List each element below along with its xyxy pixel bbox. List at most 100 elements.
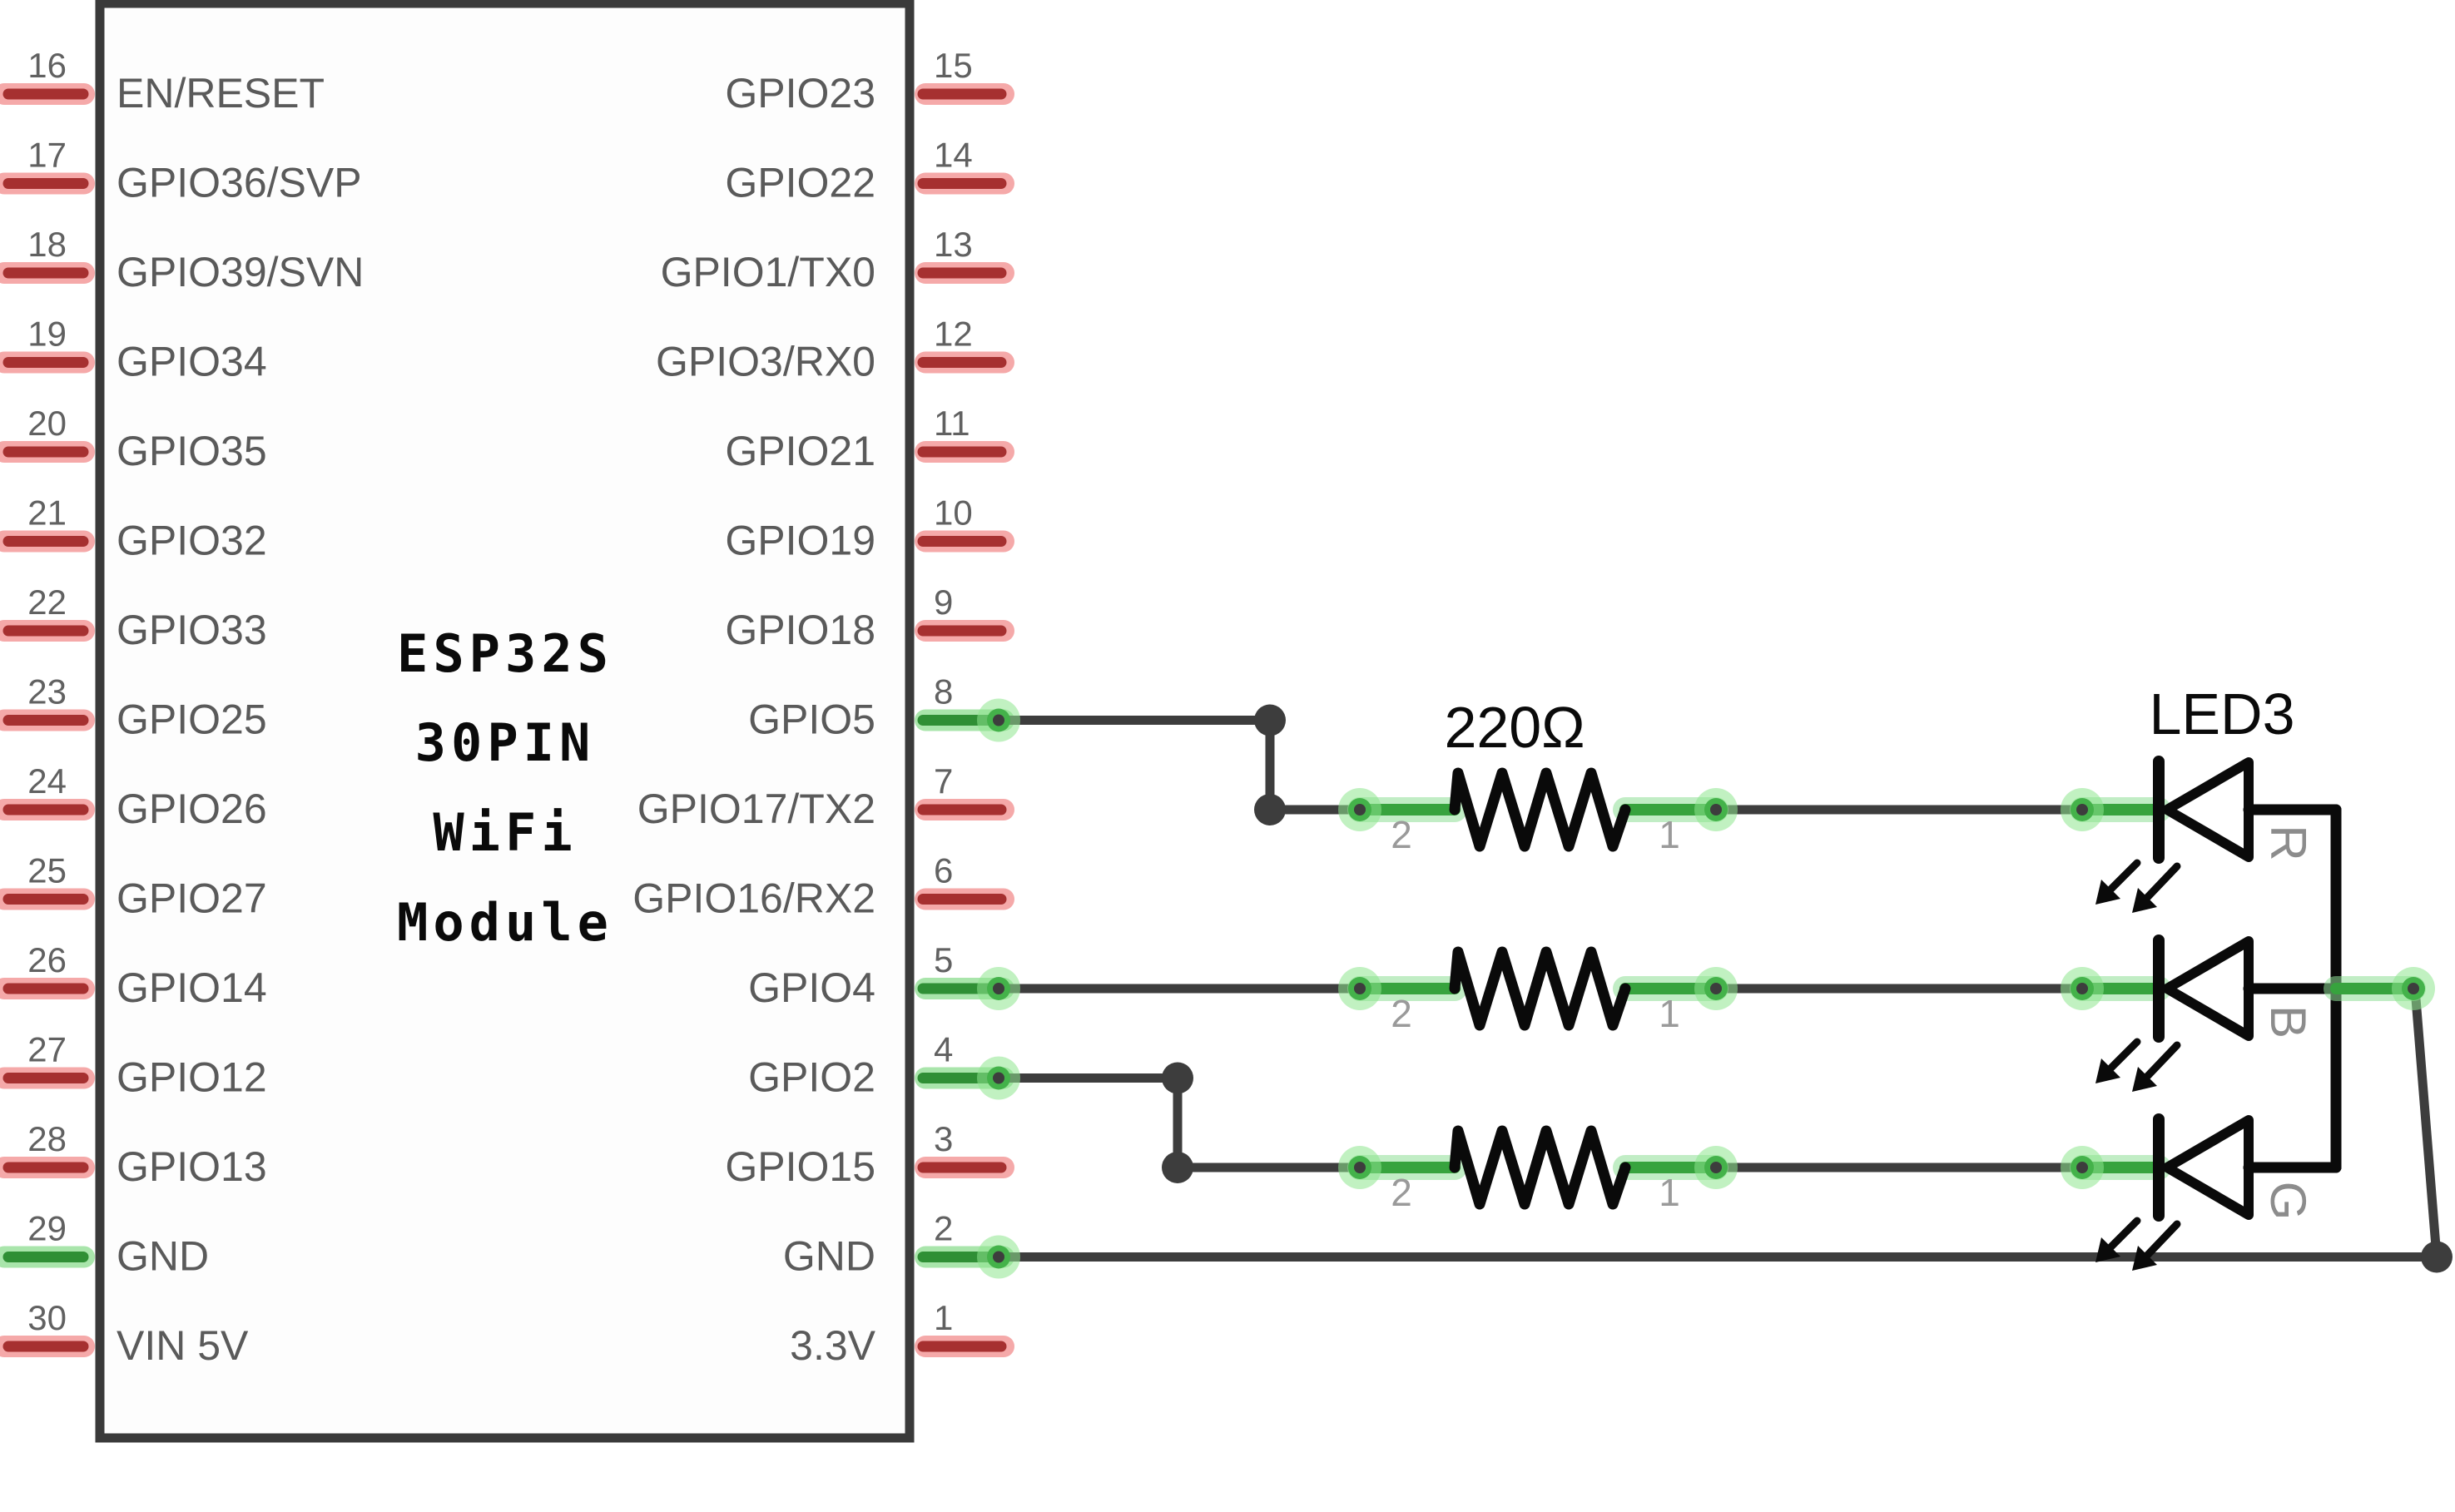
pin-number: 19	[27, 315, 67, 354]
wire-bendpoint-dot[interactable]	[2421, 1241, 2453, 1273]
chip-title-line-2: 30PIN	[415, 712, 596, 773]
pin-label: GPIO2	[748, 1054, 875, 1101]
pin-wire-glow	[977, 1056, 1020, 1100]
led-triangle	[2162, 936, 2254, 1041]
pin-number: 11	[934, 404, 970, 443]
led-g[interactable]: G	[2061, 1113, 2316, 1271]
pin-number: 18	[27, 225, 67, 264]
emission-arrow-head	[2095, 1237, 2120, 1262]
glow-center	[1710, 1162, 1722, 1173]
pin-number: 30	[27, 1298, 67, 1337]
pin-label: GPIO25	[117, 697, 267, 743]
emission-arrow-head	[2095, 1058, 2120, 1083]
glow-center	[2076, 804, 2088, 815]
pin-label: GPIO26	[117, 786, 267, 832]
resistor-pin1-glow	[1694, 967, 1738, 1010]
wire-bendpoint-dot[interactable]	[1162, 1152, 1193, 1183]
pin-1-3-3v[interactable]: 13.3V	[790, 1298, 1014, 1369]
emission-arrow-head	[2132, 888, 2157, 913]
glow-center	[1354, 1162, 1366, 1173]
pin-label: GPIO4	[748, 964, 875, 1011]
resistor-pin1-number: 1	[1659, 813, 1680, 856]
pin-number: 14	[934, 136, 973, 175]
emission-arrow-shaft	[2138, 1220, 2181, 1265]
resistor-pin1-glow	[1694, 1146, 1738, 1189]
pin-wire-glow	[977, 1235, 1020, 1279]
glow-center	[1710, 804, 1722, 815]
pin-number: 3	[934, 1119, 953, 1158]
pin-wire-glow	[977, 967, 1020, 1010]
emission-arrow-head	[2095, 880, 2120, 905]
led-b[interactable]: B	[2061, 934, 2316, 1092]
resistor-pin2-glow	[1338, 1146, 1381, 1189]
resistor-pin1-number: 1	[1659, 1171, 1680, 1214]
pin-label: GPIO18	[725, 607, 875, 653]
wire-bendpoint-dot[interactable]	[1254, 794, 1286, 825]
emission-arrow-shaft	[2138, 1041, 2181, 1086]
glow-center	[1710, 983, 1722, 994]
esp32-module: ESP32S 30PIN WiFi Module 16EN/RESET17GPI…	[0, 0, 1014, 1443]
led-r[interactable]: R	[2061, 756, 2316, 913]
pin-number: 1	[934, 1298, 953, 1337]
pin-number: 12	[934, 315, 973, 354]
pin-number: 21	[27, 493, 67, 533]
wire-bendpoint-dot[interactable]	[1162, 1062, 1193, 1094]
pin-label: GPIO35	[117, 428, 267, 474]
pin-label: GPIO21	[725, 428, 875, 474]
led-lead-glow	[2061, 788, 2104, 831]
pin-label: GPIO34	[117, 339, 267, 385]
pin-label: GPIO16/RX2	[632, 875, 875, 922]
resistor-pin2-number: 2	[1391, 1171, 1412, 1214]
pin-number: 29	[27, 1209, 67, 1248]
resistor-pin1-glow	[1694, 788, 1738, 831]
pin-number: 27	[27, 1030, 67, 1069]
gnd-junction-glow	[2392, 967, 2435, 1010]
resistor-pin2-glow	[1338, 788, 1381, 831]
wire-bendpoint-dot[interactable]	[1254, 704, 1286, 736]
wire-gpio2-to-resistor3[interactable]	[994, 1073, 1365, 1172]
pin-number: 23	[27, 672, 67, 711]
esp32-chip-body[interactable]	[95, 0, 915, 1443]
pin-number: 8	[934, 672, 953, 711]
resistor-pin1-number: 1	[1659, 992, 1680, 1035]
glow-center	[993, 714, 1004, 726]
glow-center	[2076, 1162, 2088, 1173]
pin-label: GPIO3/RX0	[656, 339, 875, 385]
pin-label: GPIO33	[117, 607, 267, 653]
chip-title-line-4: Module	[397, 892, 613, 953]
pin-number: 6	[934, 851, 953, 890]
wire-gpio5-to-resistor1[interactable]	[994, 716, 1365, 815]
emission-arrow-head	[2132, 1067, 2157, 1092]
